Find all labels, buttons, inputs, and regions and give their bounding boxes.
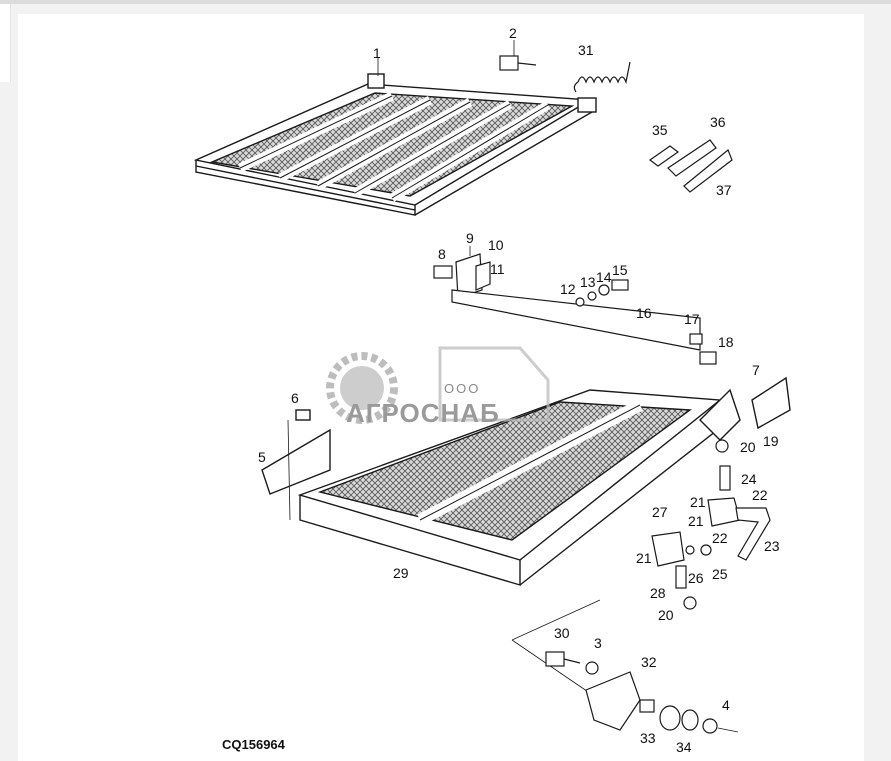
callout-6: 6	[291, 390, 299, 406]
callout-4: 4	[722, 697, 730, 713]
callout-31: 31	[578, 42, 594, 58]
callout-20-upper: 20	[740, 439, 756, 455]
callout-22-upper: 22	[752, 487, 768, 503]
callout-37: 37	[716, 182, 732, 198]
linkage-assembly	[651, 439, 771, 610]
callout-12: 12	[560, 281, 576, 297]
callout-7: 7	[752, 362, 760, 378]
callout-24: 24	[741, 471, 757, 487]
plates-35-36-37	[648, 139, 733, 193]
bolt-2	[499, 40, 537, 71]
callout-15: 15	[612, 262, 628, 278]
callout-27: 27	[652, 504, 668, 520]
callout-21-c: 21	[636, 550, 652, 566]
callout-1: 1	[373, 45, 381, 61]
callout-30: 30	[554, 625, 570, 641]
top-bar	[0, 0, 891, 4]
callout-23: 23	[764, 538, 780, 554]
callout-21-b: 21	[688, 513, 704, 529]
lower-sieve-assembly	[261, 376, 791, 586]
callout-21-a: 21	[690, 494, 706, 510]
callout-28: 28	[650, 585, 666, 601]
callout-16: 16	[636, 305, 652, 321]
left-panel-edge	[0, 4, 11, 82]
callout-8: 8	[438, 246, 446, 262]
callout-13: 13	[580, 274, 596, 290]
callout-32: 32	[641, 654, 657, 670]
callout-26: 26	[688, 570, 704, 586]
callout-36: 36	[710, 114, 726, 130]
callout-29: 29	[393, 565, 409, 581]
spring-31	[573, 61, 631, 93]
callout-25: 25	[712, 566, 728, 582]
callout-3: 3	[594, 635, 602, 651]
callout-19: 19	[763, 433, 779, 449]
callout-5: 5	[258, 449, 266, 465]
callout-9: 9	[466, 230, 474, 246]
callout-11: 11	[490, 261, 505, 277]
drawing-code: CQ156964	[222, 737, 286, 752]
callout-22-lower: 22	[712, 530, 728, 546]
callout-33: 33	[640, 730, 656, 746]
callout-35: 35	[652, 122, 668, 138]
watermark-line2: АГРОСНАБ	[346, 398, 500, 428]
callout-34: 34	[676, 739, 692, 755]
bracket-assembly	[433, 246, 717, 365]
upper-sieve-assembly	[193, 58, 597, 216]
callout-labels: 1 2 31 35 36 37 8 9 10 11 12 13 14 15 16…	[258, 25, 780, 755]
callout-17: 17	[684, 311, 700, 327]
callout-14: 14	[596, 269, 612, 285]
drive-parts	[511, 599, 739, 734]
watermark-line1: ООО	[444, 381, 480, 396]
callout-2: 2	[509, 25, 517, 41]
callout-20-lower: 20	[658, 607, 674, 623]
callout-18: 18	[718, 334, 734, 350]
watermark-logo	[326, 346, 550, 424]
callout-10: 10	[488, 237, 504, 253]
